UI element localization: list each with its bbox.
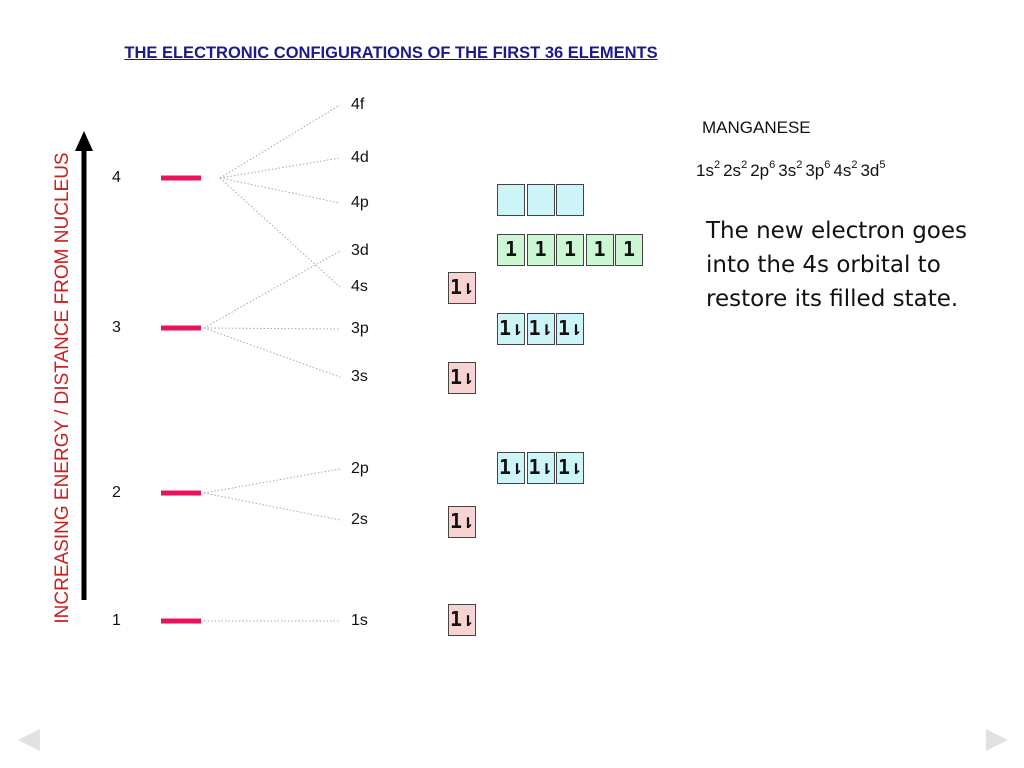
orbital-box-2p-3: 1⇂ xyxy=(556,452,584,484)
config-electrons: 5 xyxy=(879,159,886,171)
orbital-box-3p-3: 1⇂ xyxy=(556,313,584,345)
axis-arrow-head xyxy=(75,131,93,151)
config-term: 2p xyxy=(750,161,770,180)
orbital-box-3d-2: 1 xyxy=(526,234,555,266)
connector-3d xyxy=(203,250,341,329)
subshell-label-3p: 3p xyxy=(351,320,369,337)
config-term: 1s xyxy=(696,161,714,180)
orbital-box-4p-3 xyxy=(556,184,584,216)
config-electrons: 2 xyxy=(851,159,858,171)
connector-lines xyxy=(203,104,341,622)
element-name: MANGANESE xyxy=(702,118,811,137)
subshell-label-3d: 3d xyxy=(351,242,369,259)
connector-3s xyxy=(203,327,341,378)
right-arrow-icon[interactable] xyxy=(986,729,1008,751)
config-electrons: 2 xyxy=(713,159,721,171)
shell-label-1: 1 xyxy=(112,612,121,629)
shell-label-2: 2 xyxy=(112,484,121,501)
config-term: 3d xyxy=(860,161,880,180)
subshell-label-4p: 4p xyxy=(351,194,369,211)
left-arrow-icon[interactable] xyxy=(18,729,40,751)
connector-3p xyxy=(203,327,341,330)
orbital-box-4p-1 xyxy=(497,184,525,216)
orbital-box-2s-1: 1⇂ xyxy=(448,506,476,538)
orbital-box-3d-3: 1 xyxy=(556,234,584,266)
orbital-box-1s-1: 1⇂ xyxy=(448,604,476,636)
config-electrons: 6 xyxy=(769,159,776,171)
connector-4s xyxy=(219,177,341,288)
orbital-box-4p-2 xyxy=(526,184,555,216)
subshell-label-3s: 3s xyxy=(351,368,368,385)
shell-bars xyxy=(161,175,201,624)
orbital-box-3p-2: 1⇂ xyxy=(526,313,555,345)
subshell-label-4d: 4d xyxy=(351,149,369,166)
subshell-label-4f: 4f xyxy=(351,96,365,113)
shell-label-3: 3 xyxy=(112,319,121,336)
shell-label-4: 4 xyxy=(112,169,121,186)
orbital-box-2p-2: 1⇂ xyxy=(526,452,555,484)
connector-4p xyxy=(219,177,341,204)
config-term: 3p xyxy=(805,161,825,180)
orbital-box-3d-1: 1 xyxy=(497,234,525,266)
subshell-label-2p: 2p xyxy=(351,460,369,477)
explanation-note: The new electron goes into the 4s orbita… xyxy=(706,218,968,312)
orbital-box-3d-4: 1 xyxy=(585,234,614,266)
config-electrons: 2 xyxy=(741,159,748,171)
config-term: 4s xyxy=(833,161,852,180)
connector-4f xyxy=(219,104,341,179)
connector-2p xyxy=(203,468,341,494)
orbital-box-4s-1: 1⇂ xyxy=(448,272,476,304)
connector-4d xyxy=(219,157,341,179)
config-electrons: 6 xyxy=(824,159,831,171)
connector-2s xyxy=(203,492,341,521)
orbital-box-3d-5: 1 xyxy=(615,234,643,266)
subshell-label-4s: 4s xyxy=(351,278,368,295)
orbital-box-3p-1: 1⇂ xyxy=(497,313,525,345)
config-electrons: 2 xyxy=(796,159,803,171)
config-term: 2s xyxy=(723,161,742,180)
config-term: 3s xyxy=(778,161,797,180)
axis-label: INCREASING ENERGY / DISTANCE FROM NUCLEU… xyxy=(52,152,73,624)
subshell-label-1s: 1s xyxy=(351,612,368,629)
page-title: THE ELECTRONIC CONFIGURATIONS OF THE FIR… xyxy=(124,44,658,62)
orbital-box-2p-1: 1⇂ xyxy=(497,452,525,484)
orbital-box-3s-1: 1⇂ xyxy=(448,362,476,394)
subshell-label-2s: 2s xyxy=(351,511,368,528)
